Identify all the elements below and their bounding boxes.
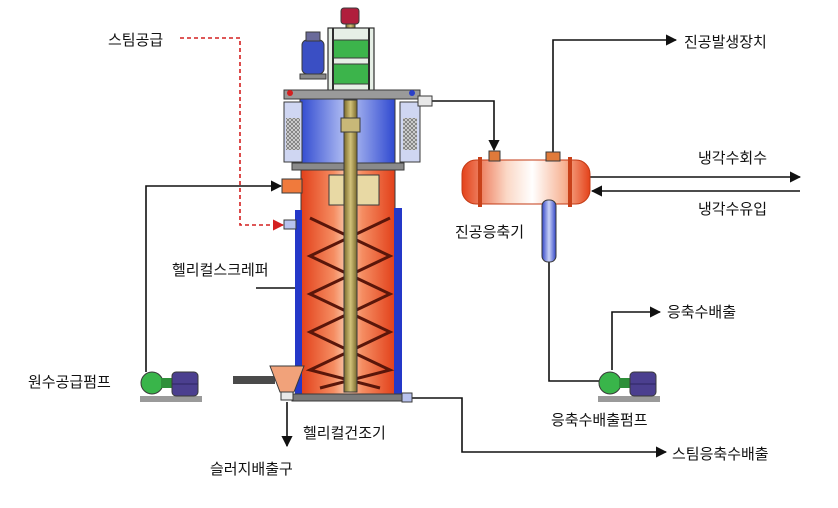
condensate-discharge-label: 응축수배출 [667, 303, 736, 321]
raw-water-pump-base [140, 396, 202, 402]
left-filter-mesh [286, 118, 300, 150]
gearbox-lower [332, 63, 370, 85]
agitator-shaft [343, 99, 358, 393]
right-steam-jacket [394, 208, 402, 400]
raw-water-pump-casing [140, 371, 164, 395]
condensate-discharge-line [611, 306, 662, 370]
cooling-water-inlet-label: 냉각수유입 [698, 200, 767, 218]
condensate-pump-casing [598, 371, 622, 395]
sludge-hopper-neck [280, 391, 294, 401]
helical-dryer-label: 헬리컬건조기 [303, 424, 386, 442]
shaft-collar [340, 117, 361, 133]
agitator-motor-base [299, 73, 327, 80]
coupling-red [340, 7, 360, 25]
steam-supply-line [180, 37, 285, 231]
condenser-vapor-inlet [488, 150, 501, 162]
steam-supply-label: 스팀공급 [108, 31, 163, 49]
condenser-shell [461, 159, 591, 205]
condensate-pump-coupling [619, 378, 631, 388]
right-filter-mesh [403, 118, 417, 150]
sludge-hopper [269, 365, 305, 393]
raw-water-pump-coupling [161, 378, 173, 388]
condensate-pump-label: 응축수배출펌프 [551, 411, 648, 429]
helical-dryer [281, 7, 433, 403]
vapor-outlet-nozzle [417, 95, 433, 107]
sludge-outlet-label: 슬러지배출구 [210, 460, 293, 478]
top-valve-left [287, 90, 293, 96]
steam-condensate-discharge-label: 스팀응축수배출 [672, 445, 769, 463]
condensate-pump [598, 371, 660, 402]
top-flange [283, 89, 421, 100]
condensate-leg [541, 199, 557, 263]
steam-inlet-nozzle [283, 219, 297, 230]
steam-condensate-outlet-nozzle [401, 392, 413, 403]
gearbox-upper [332, 39, 370, 59]
sludge-outlet [233, 365, 305, 401]
condensate-to-pump-line [548, 262, 600, 382]
vacuum-line [552, 34, 678, 152]
agitator-motor-cap [305, 31, 321, 42]
sludge-pipe [233, 376, 275, 384]
raw-water-pump-label: 원수공급펌프 [28, 373, 111, 391]
bottom-flange [291, 393, 405, 402]
cooling-water-return-label: 냉각수회수 [698, 149, 767, 167]
vapor-to-condenser-line [430, 100, 500, 152]
condenser-vacuum-outlet [545, 151, 561, 162]
left-steam-jacket [295, 210, 302, 396]
steam-condensate-line [410, 397, 668, 458]
helical-scraper-label: 헬리컬스크레퍼 [172, 261, 269, 279]
condenser-flange-right [568, 157, 572, 207]
vacuum-condenser-label: 진공응축기 [455, 223, 524, 241]
top-valve-right [409, 90, 415, 96]
condensate-pump-base [598, 396, 660, 402]
vacuum-condenser [461, 150, 591, 263]
raw-water-feed-line [145, 180, 283, 372]
agitator-motor [301, 39, 325, 75]
raw-water-pump [140, 371, 202, 402]
raw-water-inlet-nozzle [281, 178, 303, 194]
vacuum-generator-label: 진공발생장치 [684, 33, 767, 51]
condenser-flange-left [478, 157, 482, 207]
